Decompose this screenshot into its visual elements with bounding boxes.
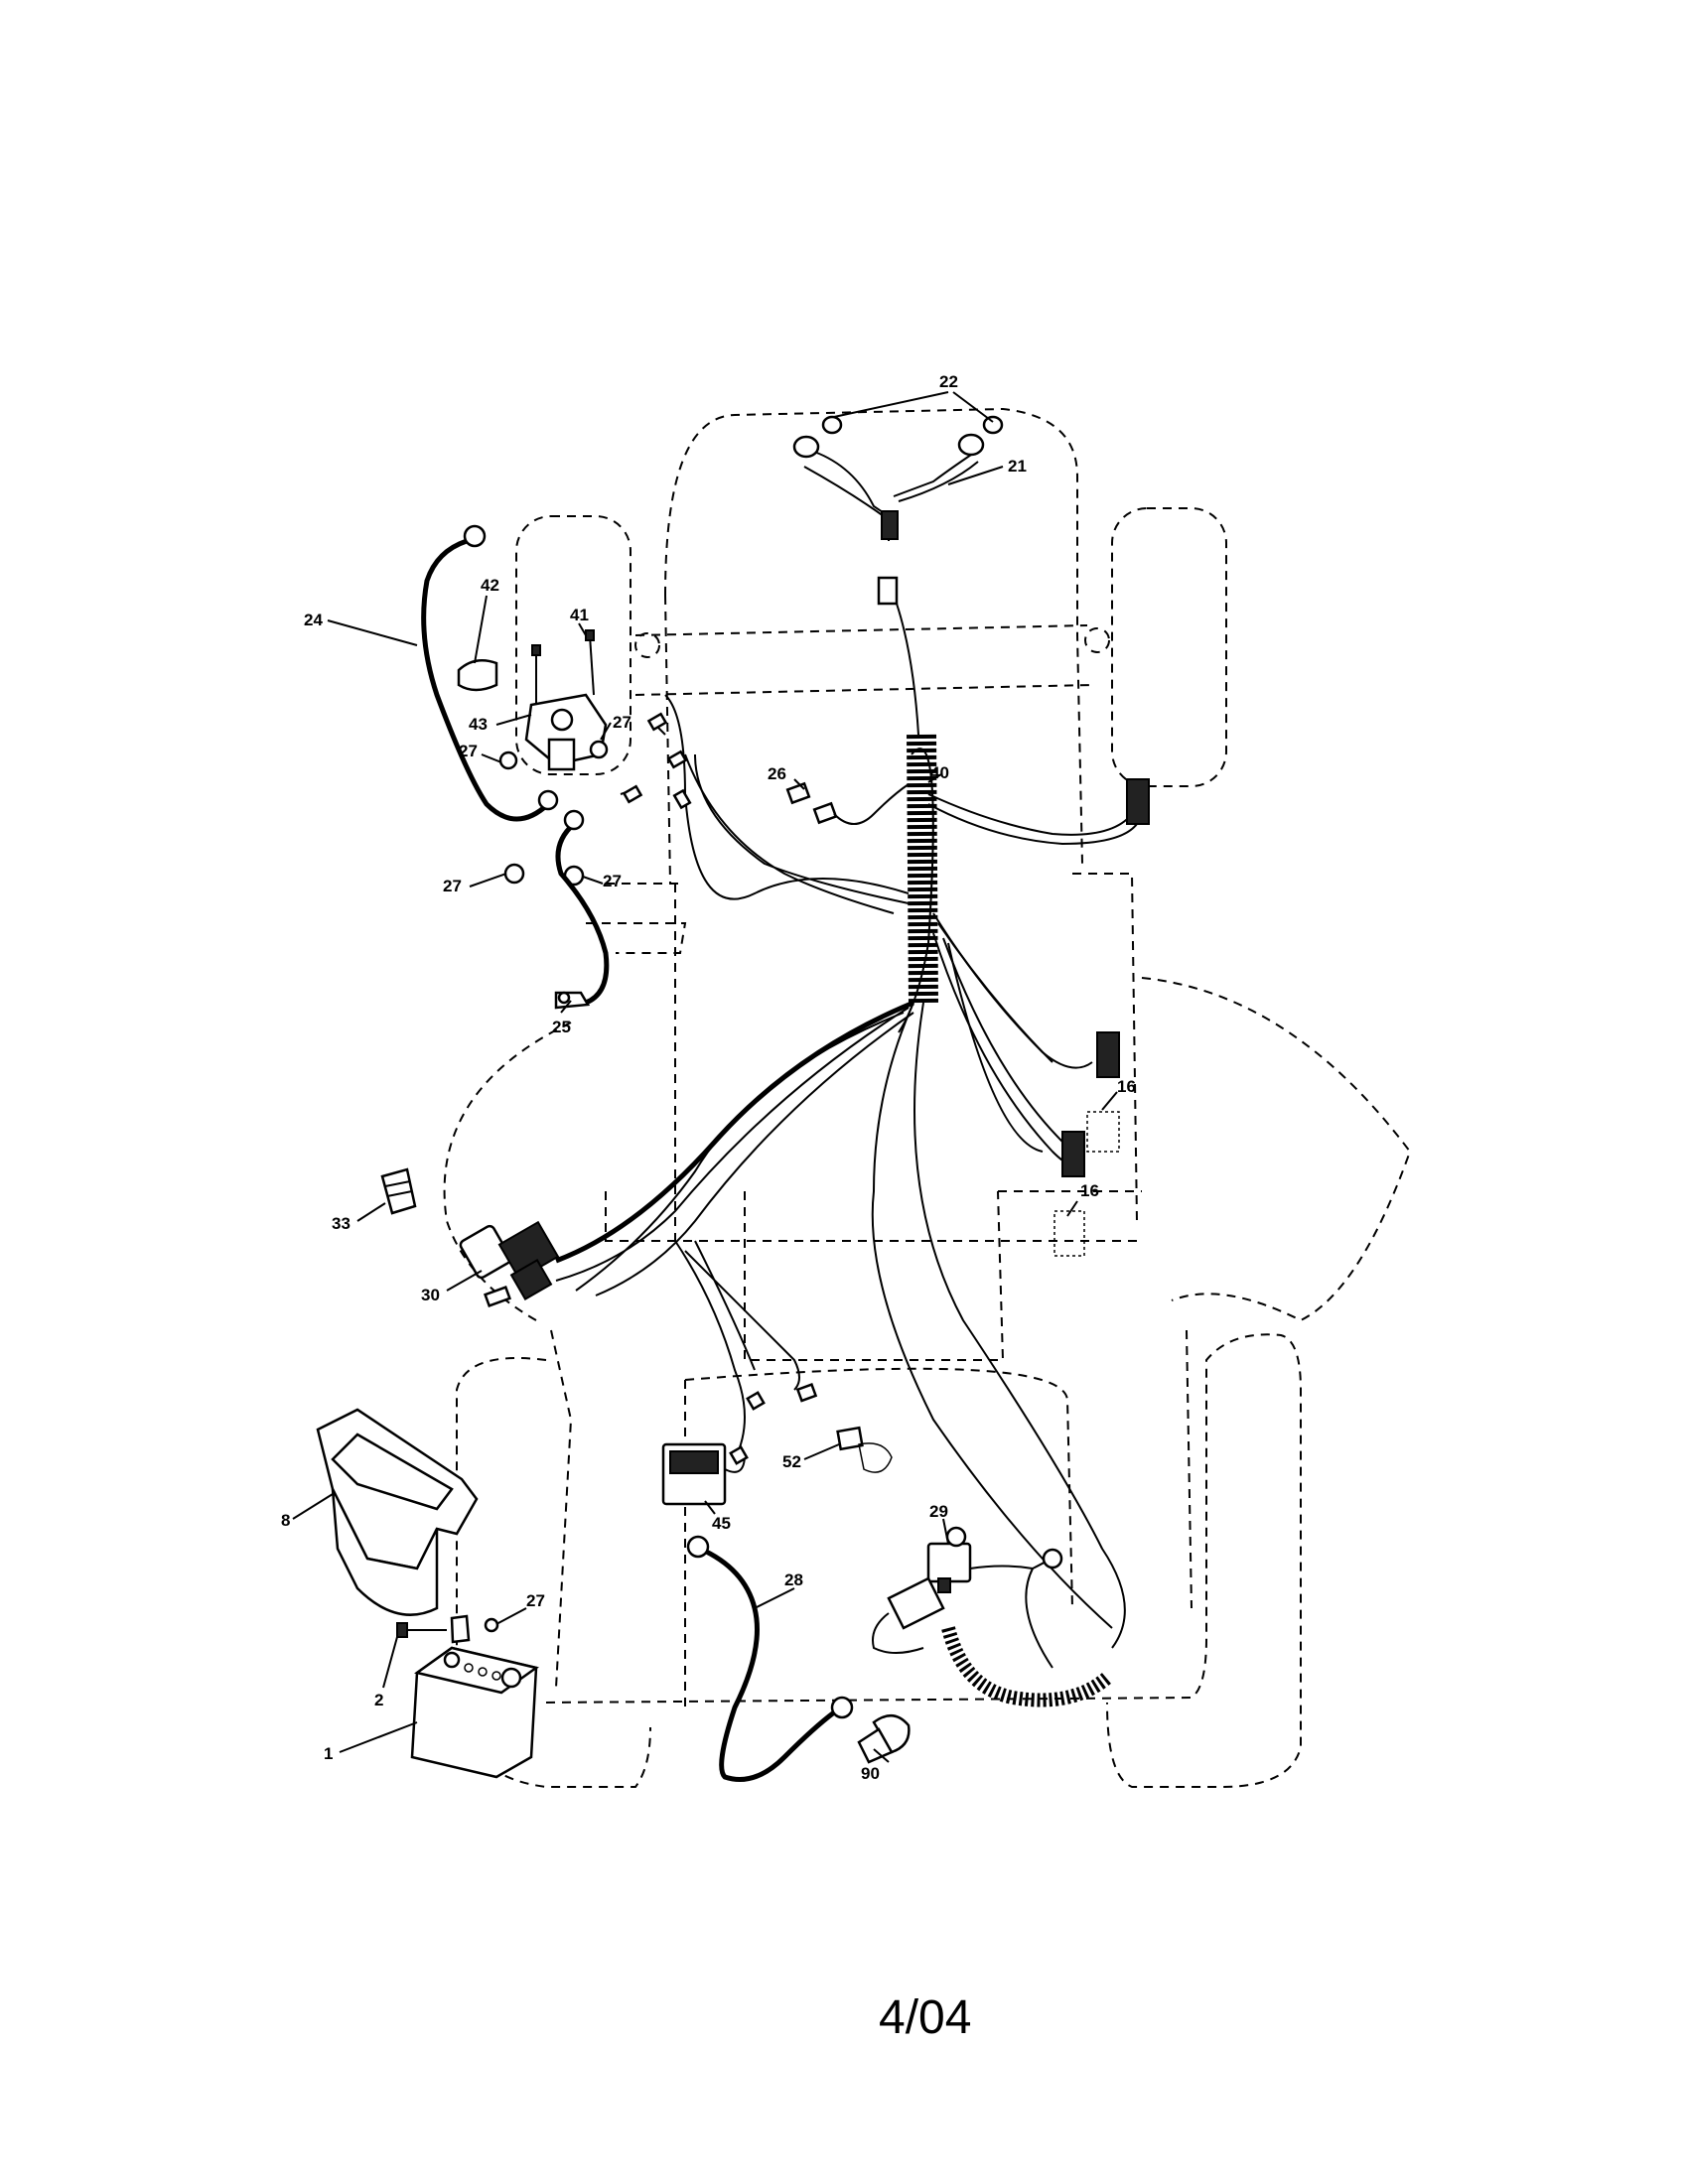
date-code: 4/04 [879, 1991, 971, 2044]
callout-24: 24 [304, 611, 323, 629]
battery-cable-24 [421, 524, 559, 822]
ground-cable-25 [554, 809, 610, 1010]
hour-meter-45 [661, 1442, 746, 1506]
callout-29: 29 [929, 1502, 948, 1521]
callout-16-a: 16 [1117, 1077, 1136, 1096]
headlight-harness [792, 415, 1004, 606]
callout-90: 90 [861, 1764, 880, 1783]
part-33 [380, 1167, 417, 1215]
connectors-near-45 [729, 1383, 818, 1465]
callout-27-c: 27 [443, 877, 462, 895]
callout-43: 43 [469, 715, 488, 734]
battery-bolt-2 [396, 1614, 499, 1644]
part-90-boot [857, 1714, 911, 1764]
callout-30: 30 [421, 1286, 440, 1304]
callout-25: 25 [552, 1018, 571, 1036]
harness-loom [907, 734, 938, 1004]
parts-16 [1053, 1111, 1120, 1257]
callout-52: 52 [782, 1452, 801, 1471]
headlight-connector [881, 510, 899, 540]
main-harness [555, 603, 1150, 1649]
coil-cord [941, 1626, 1112, 1707]
callout-42: 42 [481, 576, 499, 595]
ignition-switch-30 [459, 1220, 560, 1308]
callouts: 22 21 24 42 41 43 27 27 27 27 26 40 25 1… [281, 372, 1136, 1783]
connector-right-upper [1096, 1031, 1120, 1078]
part-42-boot [457, 658, 498, 692]
part-26 [785, 781, 910, 825]
callout-26: 26 [768, 764, 786, 783]
connector-right-lower [1061, 1131, 1085, 1177]
callout-16-b: 16 [1080, 1181, 1099, 1200]
leader-lines [292, 391, 1118, 1763]
connector-right-top [1126, 778, 1150, 825]
callout-27-d: 27 [603, 872, 622, 890]
battery-tray-8 [316, 1408, 479, 1616]
callout-22: 22 [939, 372, 958, 391]
tractor-outline [443, 407, 1412, 1788]
part-52 [836, 1426, 893, 1473]
battery-1 [410, 1646, 539, 1779]
callout-27-b: 27 [459, 742, 478, 760]
switch-29-assembly [872, 1526, 1112, 1707]
callout-21: 21 [1008, 457, 1027, 476]
callout-41: 41 [570, 606, 589, 624]
callout-33: 33 [332, 1214, 351, 1233]
solenoid-assembly [457, 629, 692, 887]
callout-1: 1 [324, 1744, 333, 1763]
callout-27-a: 27 [613, 713, 632, 732]
callout-45: 45 [712, 1514, 731, 1533]
harness-connector [877, 576, 899, 606]
callout-27-e: 27 [526, 1591, 545, 1610]
callout-2: 2 [374, 1691, 383, 1709]
callout-40: 40 [930, 763, 949, 782]
callout-28: 28 [784, 1570, 803, 1589]
cable-28 [686, 1535, 854, 1782]
callout-8: 8 [281, 1511, 290, 1530]
